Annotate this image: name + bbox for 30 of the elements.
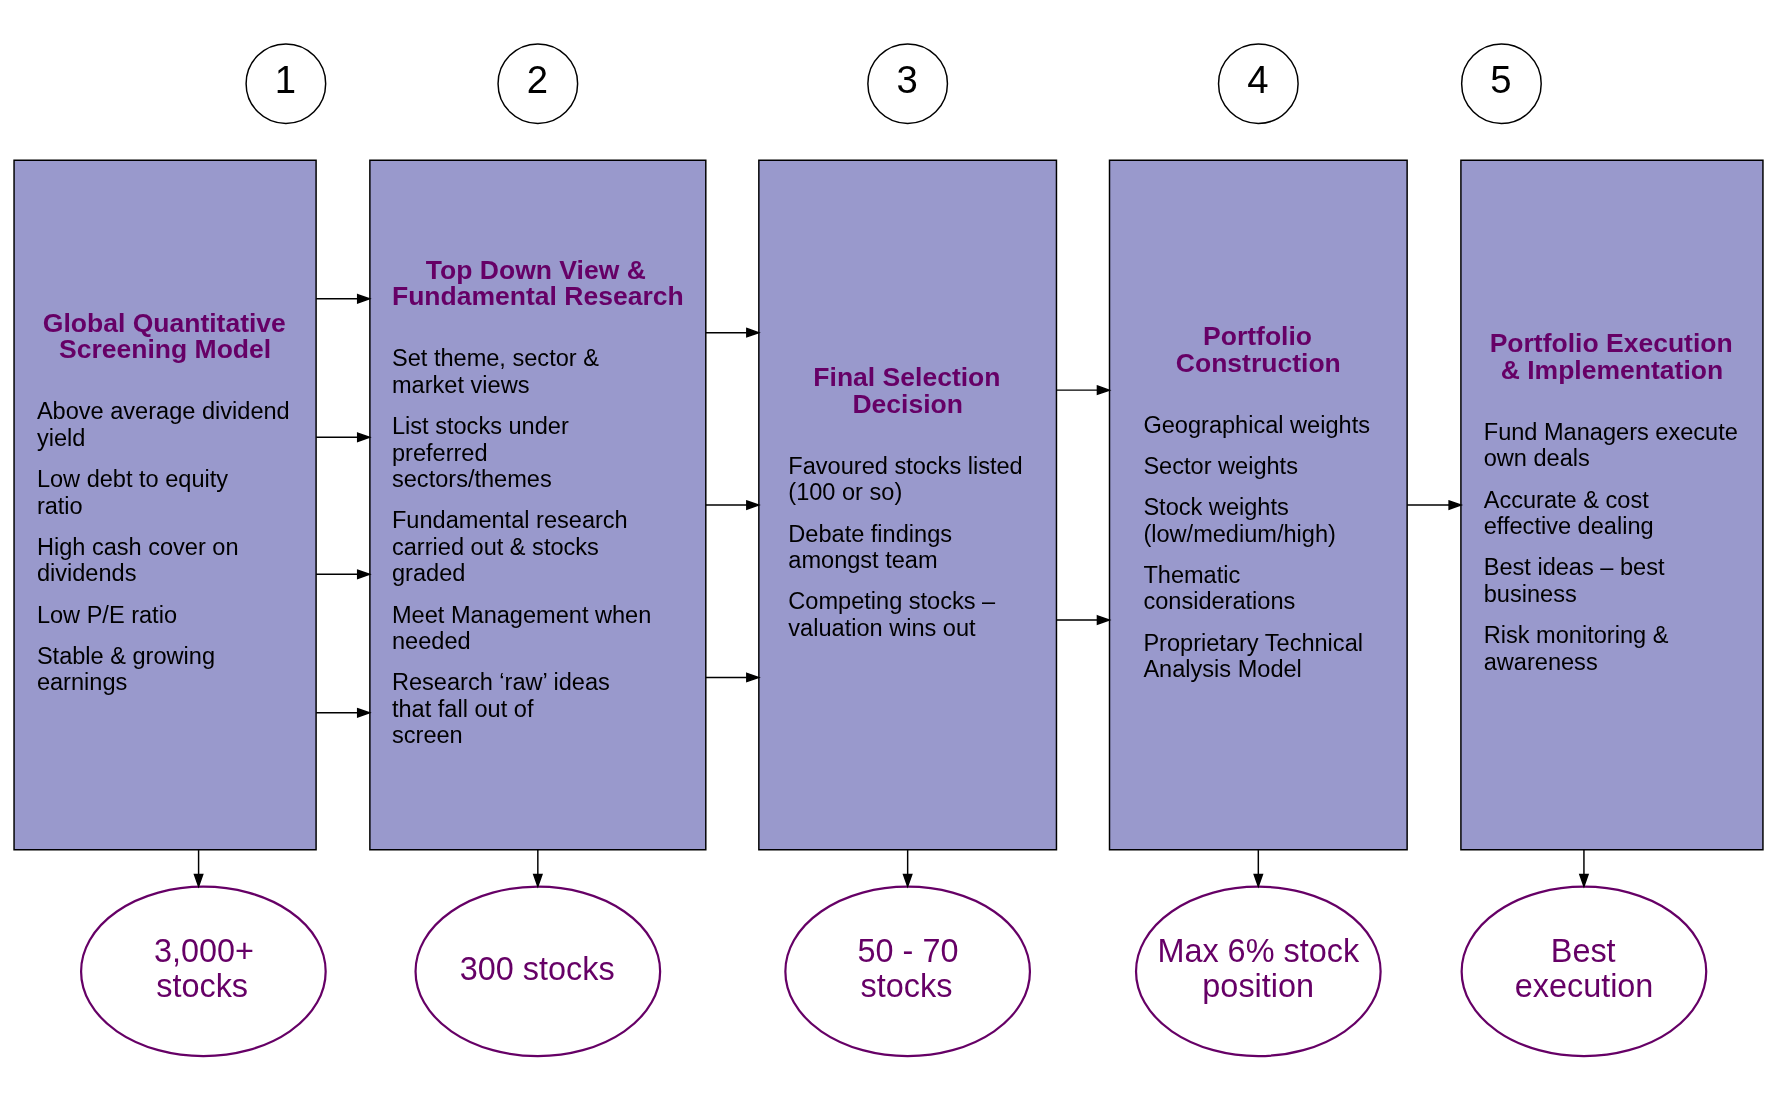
node-box: Global Quantitative Screening Model Above average dividend yield Low debt to equity ratio High cash cover on dividends Low P/E ratio Stable & growing earnings [13, 159, 317, 851]
arrow [1406, 499, 1464, 511]
arrow [532, 849, 543, 889]
node-box: Portfolio Execution & Implementation Fund Managers execute own deals Accurate & cost effective dealing Best ideas – best business Risk monitoring & awareness [1460, 159, 1764, 851]
node-ellipse: 300 stocks [414, 885, 662, 1058]
arrow [705, 672, 761, 683]
arrow [315, 569, 372, 580]
arrow [315, 432, 372, 443]
node-ellipse: Max 6% stock position [1134, 885, 1382, 1058]
arrow [1578, 849, 1590, 889]
node-box: Top Down View & Fundamental Research Set theme, sector & market views List stocks under preferred sectors/themes Fundamental research carried out & stocks graded Meet Management when needed Research ‘raw’ ideas that fall out of screen [369, 159, 707, 851]
arrow [315, 707, 372, 718]
arrow [315, 293, 372, 304]
arrow [1253, 849, 1264, 889]
arrow [193, 849, 204, 889]
arrow [1056, 384, 1112, 396]
arrow [705, 499, 761, 511]
node-circle: 1 [245, 43, 327, 125]
node-ellipse: 50 - 70 stocks [784, 885, 1032, 1058]
arrow [705, 327, 761, 338]
arrow [902, 849, 913, 889]
node-circle: 4 [1217, 43, 1299, 125]
node-circle: 3 [867, 43, 949, 125]
node-box: Portfolio Construction Geographical weights Sector weights Stock weights (low/medium/high) Thematic considerations Proprietary Technical Analysis Model [1108, 159, 1408, 851]
node-ellipse: 3,000+ stocks [80, 885, 327, 1058]
node-ellipse: Best execution [1460, 885, 1708, 1058]
node-box: Final Selection Decision Favoured stocks listed (100 or so) Debate findings amongst team Competing stocks – valuation wins out [758, 159, 1058, 851]
node-circle: 2 [497, 43, 579, 125]
arrow [1056, 614, 1112, 626]
node-circle: 5 [1460, 43, 1542, 125]
